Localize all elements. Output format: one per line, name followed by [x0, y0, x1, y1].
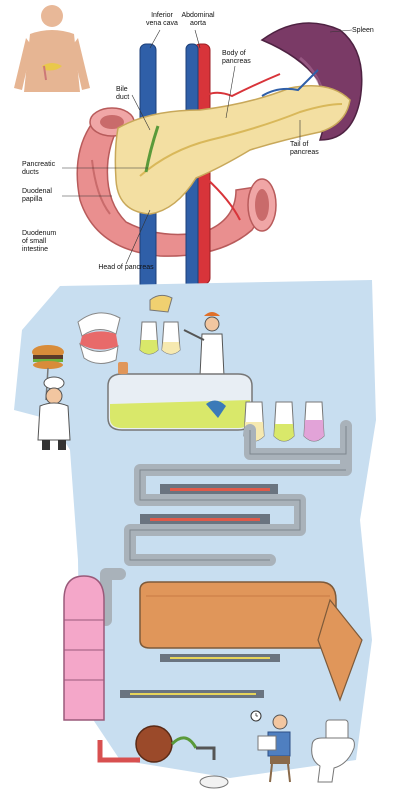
digestion-cartoon	[14, 280, 376, 789]
label-spleen: Spleen	[352, 27, 374, 34]
toilet-icon	[311, 719, 355, 783]
scientist-icon	[183, 312, 225, 384]
label-duodenal-papilla: Duodenal papilla	[22, 188, 52, 203]
pancreas-anatomy	[14, 0, 363, 295]
pancreatic-duct	[139, 103, 343, 177]
burger-icon	[32, 345, 64, 401]
pump-ball	[135, 725, 173, 763]
label-inferior-vena-cava: Inferior vena cava	[146, 12, 178, 27]
body-silhouette-icon	[14, 0, 90, 92]
colon-barrel	[139, 581, 363, 702]
label-bile-duct: Bile duct	[116, 86, 130, 101]
reader-icon	[257, 714, 291, 783]
label-head-of-pancreas: Head of pancreas	[98, 264, 154, 271]
label-body-of-pancreas: Body of pancreas	[222, 50, 251, 65]
label-duodenum: Duodenum of small intestine	[22, 230, 57, 253]
stomach-tank	[107, 362, 253, 431]
label-abdominal-aorta: Abdominal aorta	[181, 12, 215, 27]
label-tail-of-pancreas: Tail of pancreas	[290, 141, 319, 156]
label-pancreatic-ducts: Pancreatic ducts	[22, 161, 56, 176]
upper-flasks	[139, 321, 181, 355]
pancreas	[114, 85, 351, 215]
chef-icon	[37, 376, 71, 450]
clock-icon	[250, 710, 262, 722]
pink-tank	[63, 575, 140, 763]
teeth-icon	[77, 312, 121, 364]
